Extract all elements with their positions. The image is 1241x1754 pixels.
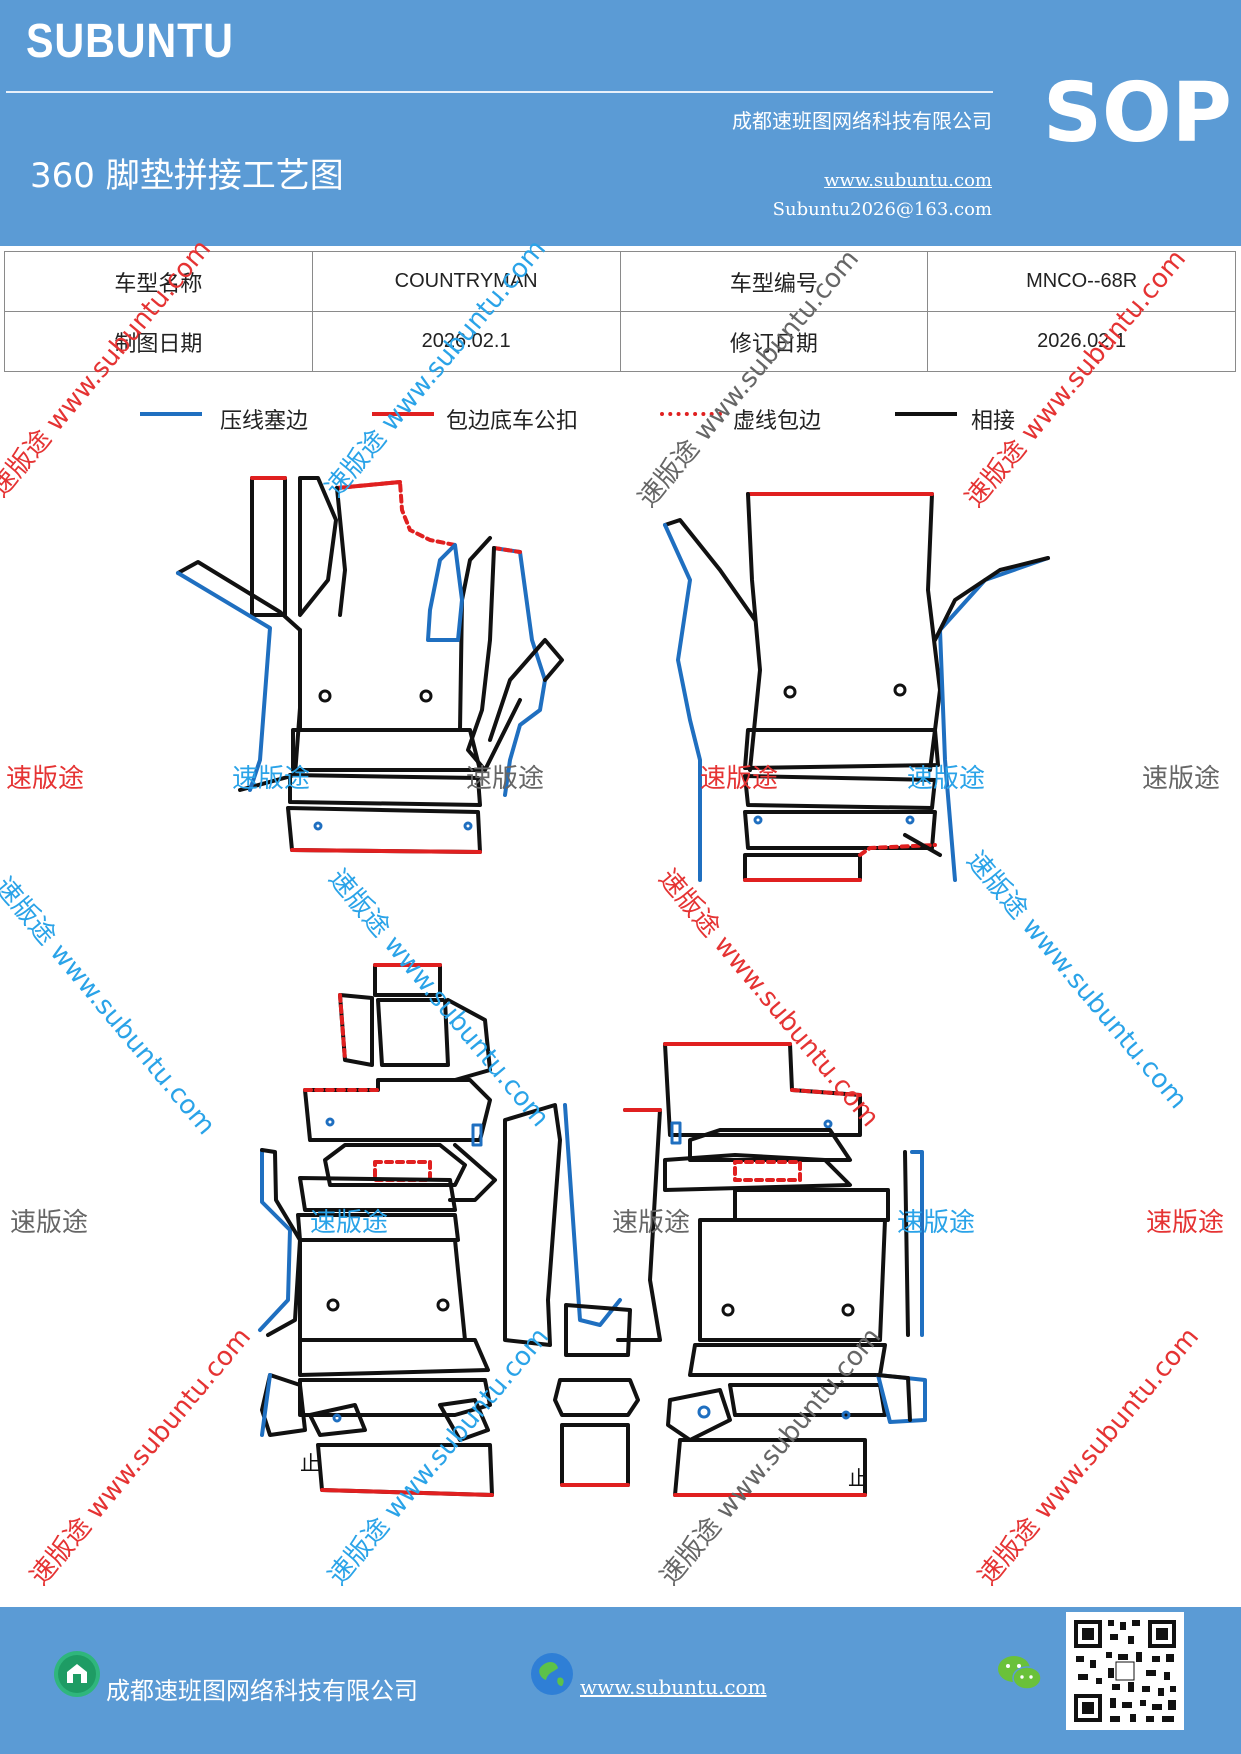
- watermark-brand: 速版途: [6, 764, 85, 794]
- stop-mark: 止: [300, 1451, 320, 1475]
- mat-rear-left: [258, 963, 497, 1497]
- line-legend: 压线塞边 包边底车公扣 虚线包边 相接: [0, 403, 1241, 443]
- brand-logo-text: SUBUNTU: [26, 15, 234, 68]
- legend-label-dashed-edge: 虚线包边: [733, 409, 822, 434]
- watermark-brand: 速版途: [232, 764, 311, 794]
- value-draw-date: 2026.02.1: [311, 311, 621, 372]
- value-revision-date: 2026.02.1: [927, 311, 1236, 372]
- globe-icon: [531, 1653, 573, 1695]
- footer-company: 成都速班图网络科技有限公司: [106, 1677, 418, 1705]
- table-row: 制图日期 2026.02.1 修订日期 2026.02.1: [4, 311, 1236, 372]
- vehicle-info-table: 车型名称 COUNTRYMAN 车型编号 MNCO--68R 制图日期 2026…: [4, 251, 1236, 372]
- company-icon: [54, 1651, 100, 1697]
- page-title: 360 脚垫拼接工艺图: [30, 156, 344, 196]
- watermark-brand: 速版途: [310, 1208, 389, 1238]
- mat-center-tunnel: [503, 1103, 662, 1487]
- wechat-icon[interactable]: [996, 1652, 1044, 1694]
- header-email[interactable]: Subuntu2026@163.com: [772, 199, 992, 220]
- watermark-brand: 速版途: [612, 1208, 691, 1238]
- watermark-brand: 速版途: [1142, 764, 1221, 794]
- label-draw-date: 制图日期: [4, 311, 313, 372]
- watermark-brand: 速版途: [1146, 1208, 1225, 1238]
- legend-swatch-dashed-edge: [660, 412, 722, 416]
- sop-badge: SOP: [1043, 66, 1232, 161]
- header-divider: [6, 91, 993, 93]
- legend-swatch-joint: [895, 412, 957, 416]
- legend-label-joint: 相接: [971, 409, 1016, 434]
- header-company: 成都速班图网络科技有限公司: [732, 109, 992, 133]
- legend-label-press-line: 压线塞边: [220, 409, 309, 434]
- header-website-link[interactable]: www.subuntu.com: [824, 170, 992, 191]
- floor-mat-diagram: 止 止: [176, 476, 1050, 1497]
- legend-swatch-wrap-edge: [372, 412, 434, 416]
- watermark-brand: 速版途: [466, 764, 545, 794]
- mat-front-right: [663, 492, 1050, 882]
- watermark-brand: 速版途: [700, 764, 779, 794]
- header-band: [0, 0, 1241, 246]
- legend-swatch-press-line: [140, 412, 202, 416]
- mat-front-left: [176, 476, 564, 854]
- watermark-brand: 速版途: [907, 764, 986, 794]
- legend-label-wrap-edge: 包边底车公扣: [446, 409, 579, 434]
- footer-website-link[interactable]: www.subuntu.com: [580, 1675, 767, 1699]
- stop-mark: 止: [848, 1466, 868, 1490]
- qr-code: [1066, 1612, 1184, 1730]
- mat-rear-right: [663, 1042, 927, 1497]
- watermark-brand: 速版途: [897, 1208, 976, 1238]
- watermark-brand: 速版途: [10, 1208, 89, 1238]
- label-revision-date: 修订日期: [619, 311, 929, 372]
- label-model-name: 车型名称: [4, 251, 313, 312]
- label-model-code: 车型编号: [619, 251, 929, 312]
